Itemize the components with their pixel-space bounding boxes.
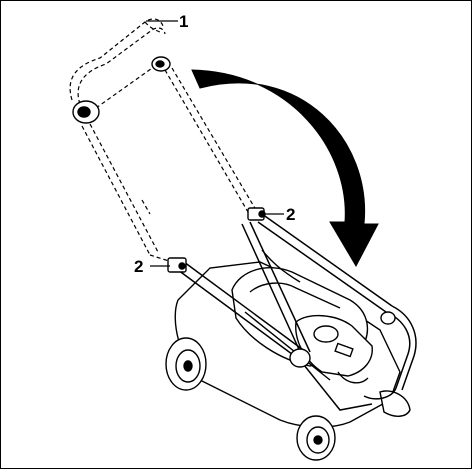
callout-lower-handle-clamp: 2 [134, 257, 143, 276]
front-wheel-left [165, 337, 207, 391]
handle-previous-position [69, 18, 257, 263]
rear-wheel-left [296, 415, 336, 461]
handle-fold-knob-shape [72, 56, 171, 124]
callout-leaders [146, 20, 284, 267]
mower-body [174, 249, 401, 428]
handle-current-position [177, 213, 417, 411]
rear-wheel-right [379, 390, 411, 417]
callout-upper-handle-clamp: 2 [286, 205, 295, 224]
curved-arrow-icon [191, 69, 379, 268]
callout-handle-fold-knob: 1 [179, 12, 188, 31]
lower-handle-clamp-shape [167, 257, 187, 273]
bail-lever [289, 311, 396, 368]
upper-handle-clamp-shape [247, 207, 266, 221]
